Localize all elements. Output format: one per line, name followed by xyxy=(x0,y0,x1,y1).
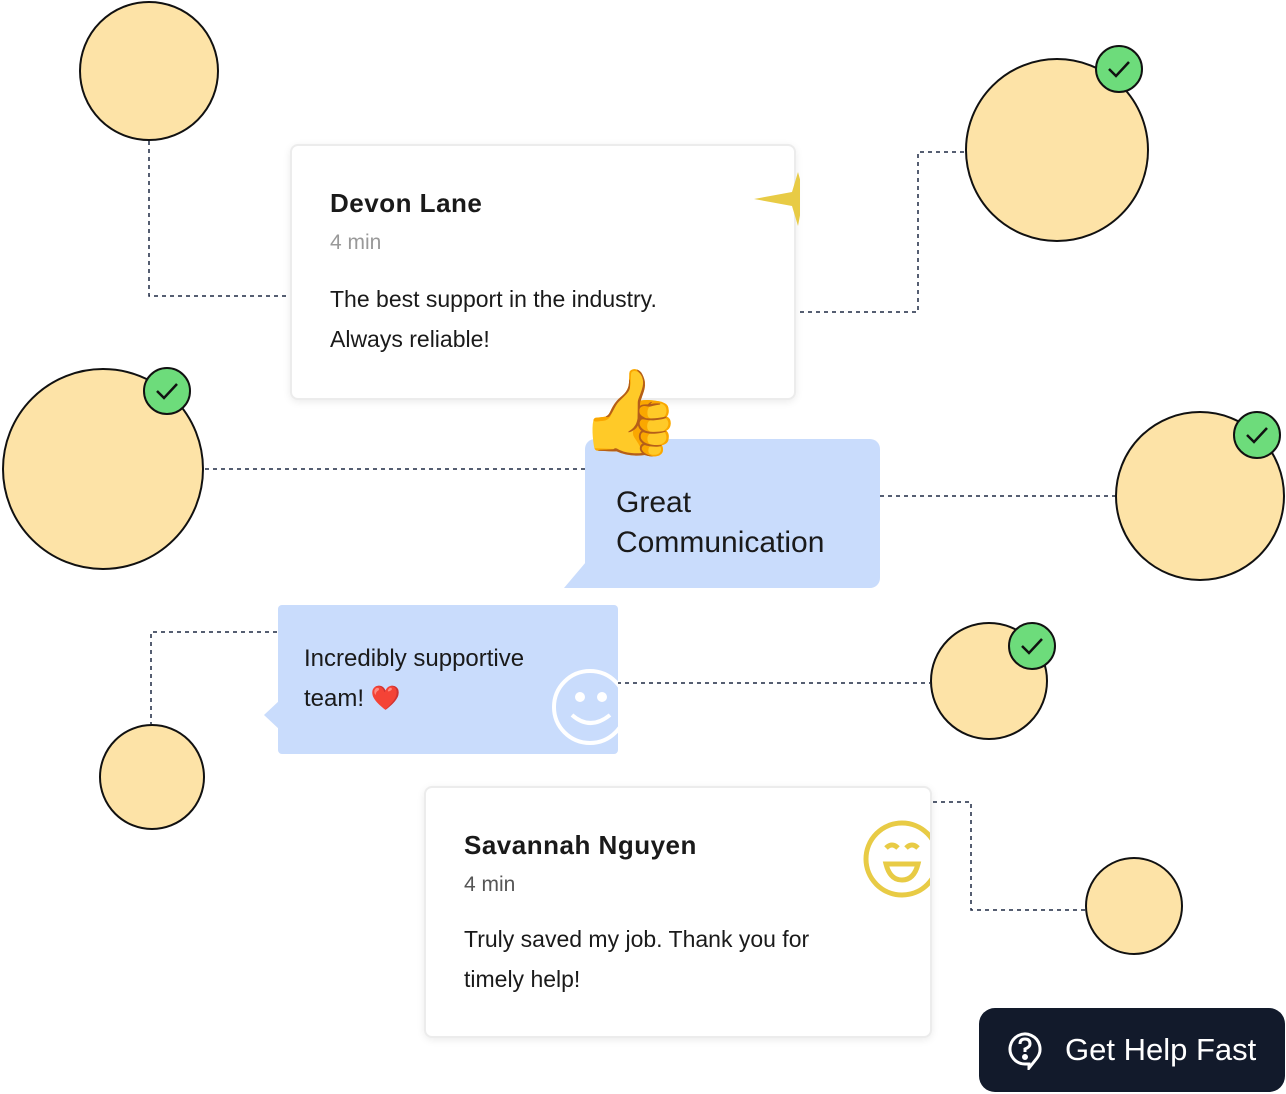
reviewer-name: Savannah Nguyen xyxy=(464,830,697,860)
review-text: Truly saved my job. Thank you for xyxy=(464,926,810,952)
bubble-text: Great xyxy=(616,486,692,519)
review-time: 4 min xyxy=(464,873,516,896)
review-card: Devon Lane 4 min The best support in the… xyxy=(290,144,796,400)
check-icon xyxy=(1233,411,1281,459)
chat-bubble: Incredibly supportive team! ❤️ xyxy=(278,605,618,754)
bubble-text: Incredibly supportive xyxy=(304,645,525,672)
check-icon xyxy=(143,367,191,415)
bubble-text: team! xyxy=(304,685,365,712)
connector-line xyxy=(933,801,1085,911)
grin-icon xyxy=(863,820,930,898)
connector-line xyxy=(800,151,965,313)
review-card: Savannah Nguyen 4 min Truly saved my job… xyxy=(424,786,932,1038)
smiley-icon xyxy=(552,669,618,745)
reviewer-name: Devon Lane xyxy=(330,188,483,218)
button-label: Get Help Fast xyxy=(1065,1032,1257,1067)
bubble-text: Communication xyxy=(616,526,825,559)
avatar xyxy=(79,1,219,141)
avatar xyxy=(99,724,205,830)
sparkle-icon xyxy=(754,172,800,226)
review-text: Always reliable! xyxy=(330,326,490,352)
review-time: 4 min xyxy=(330,231,382,254)
chat-bubble: Great Communication xyxy=(585,439,880,588)
help-chat-icon xyxy=(1008,1032,1042,1070)
get-help-fast-button[interactable]: Get Help Fast xyxy=(979,1008,1285,1092)
thumbs-up-icon: 👍 xyxy=(578,365,683,459)
check-icon xyxy=(1008,622,1056,670)
connector-line xyxy=(148,141,290,297)
review-text: The best support in the industry. xyxy=(330,286,657,312)
connector-line xyxy=(150,631,277,724)
avatar xyxy=(1085,857,1183,955)
heart-icon: ❤️ xyxy=(370,685,401,712)
review-text: timely help! xyxy=(464,966,581,992)
check-icon xyxy=(1095,45,1143,93)
bubble-tail xyxy=(264,700,280,730)
bubble-tail xyxy=(564,562,586,588)
